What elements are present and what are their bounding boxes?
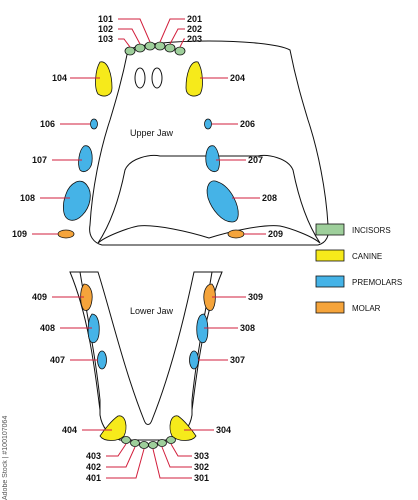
leader-101 [118, 18, 151, 43]
tooth-204 [185, 61, 203, 97]
tooth-303 [166, 436, 176, 444]
label-409: 409 [32, 292, 47, 302]
tooth-106 [90, 118, 98, 130]
leader-lines [32, 18, 266, 479]
label-209: 209 [268, 229, 283, 239]
label-107: 107 [32, 155, 47, 165]
label-206: 206 [240, 119, 255, 129]
label-309: 309 [248, 292, 263, 302]
label-108: 108 [20, 193, 35, 203]
mandible-body [79, 271, 213, 441]
tooth-308 [196, 313, 209, 344]
leader-102 [118, 28, 141, 45]
label-303: 303 [194, 451, 209, 461]
leader-403 [106, 443, 127, 457]
leader-303 [170, 443, 192, 457]
tooth-102 [134, 43, 146, 53]
tooth-201 [154, 41, 166, 51]
tooth-104 [95, 61, 113, 97]
tooth-109 [57, 229, 75, 239]
legend-swatch-premolars [315, 275, 345, 288]
label-201: 201 [187, 14, 202, 24]
label-404: 404 [62, 425, 77, 435]
label-304: 304 [216, 425, 231, 435]
label-203: 203 [187, 34, 202, 44]
tooth-401 [139, 441, 149, 449]
label-104: 104 [52, 73, 67, 83]
tooth-304 [169, 415, 197, 441]
tooth-202 [164, 43, 176, 53]
tooth-309 [203, 283, 216, 311]
label-407: 407 [50, 355, 65, 365]
leader-401 [106, 448, 145, 479]
label-403: 403 [86, 451, 101, 461]
leader-202 [169, 28, 185, 45]
label-307: 307 [230, 355, 245, 365]
tooth-402 [130, 439, 140, 447]
leader-302 [161, 446, 192, 468]
tooth-407 [97, 350, 107, 370]
label-204: 204 [230, 73, 245, 83]
lower-jaw: Lower Jaw [69, 271, 223, 449]
label-402: 402 [86, 462, 101, 472]
tooth-403 [121, 436, 131, 444]
label-103: 103 [98, 34, 113, 44]
lower-jaw-label: Lower Jaw [130, 306, 174, 316]
leader-402 [106, 446, 136, 468]
tooth-206 [204, 118, 212, 130]
lower-incisors [121, 436, 176, 449]
tooth-408 [87, 313, 100, 344]
legend-label-premolars: PREMOLARS [352, 278, 402, 287]
tooth-103 [124, 46, 136, 56]
tooth-307 [189, 350, 199, 370]
legend-label-canine: CANINE [352, 252, 382, 261]
tooth-209 [227, 229, 245, 239]
tooth-203 [174, 46, 186, 56]
upper-jaw: Upper Jaw [57, 40, 329, 246]
legend-label-molar: MOLAR [352, 304, 381, 313]
incisive-foramen-left [134, 67, 146, 89]
tooth-208 [206, 180, 239, 223]
legend-swatch-molar [315, 301, 345, 314]
tooth-404 [99, 415, 127, 441]
tooth-number-labels: 101 102 103 201 202 203 104 204 106 206 … [12, 14, 283, 483]
legend: INCISORS CANINE PREMOLARS MOLAR [315, 223, 402, 314]
leader-201 [159, 18, 185, 43]
tooth-207 [205, 145, 220, 172]
label-301: 301 [194, 473, 209, 483]
label-308: 308 [240, 323, 255, 333]
label-102: 102 [98, 24, 113, 34]
legend-swatch-incisors [315, 223, 345, 236]
label-208: 208 [262, 193, 277, 203]
tooth-101 [144, 41, 156, 51]
leader-103 [118, 38, 131, 48]
label-401: 401 [86, 473, 101, 483]
upper-jaw-label: Upper Jaw [130, 128, 174, 138]
label-202: 202 [187, 24, 202, 34]
stock-watermark: Adobe Stock | #100107064 [2, 415, 9, 500]
tooth-302 [157, 439, 167, 447]
label-101: 101 [98, 14, 113, 24]
legend-swatch-canine [315, 249, 345, 262]
tooth-107 [78, 145, 93, 172]
label-408: 408 [40, 323, 55, 333]
label-109: 109 [12, 229, 27, 239]
leader-301 [152, 448, 192, 479]
leader-203 [179, 38, 185, 48]
tooth-108 [62, 180, 91, 221]
incisive-foramen-right [151, 67, 163, 89]
tooth-409 [80, 283, 93, 311]
label-106: 106 [40, 119, 55, 129]
label-207: 207 [248, 155, 263, 165]
legend-label-incisors: INCISORS [352, 226, 391, 235]
label-302: 302 [194, 462, 209, 472]
tooth-301 [148, 441, 158, 449]
